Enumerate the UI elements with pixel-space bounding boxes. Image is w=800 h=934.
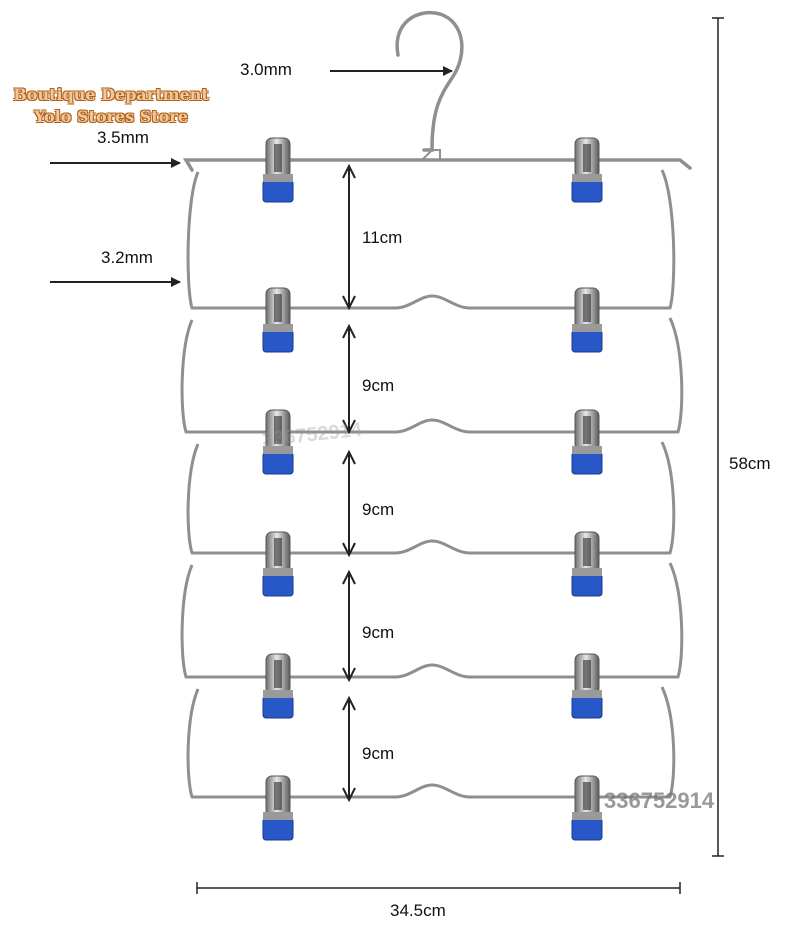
tier-spacing-arrow-5-head-bottom xyxy=(342,787,356,803)
right-clip-3-grip xyxy=(571,451,603,475)
frame-wire-label: 3.2mm xyxy=(101,248,153,267)
tier-spacing-arrow-1-head-bottom xyxy=(342,295,356,311)
left-clip-3-band xyxy=(263,446,293,454)
right-clip-5-slot xyxy=(583,660,591,688)
tier-spacing-arrow-2 xyxy=(342,323,356,435)
right-clip-4-band xyxy=(572,568,602,576)
total-width-label: 34.5cm xyxy=(390,901,446,920)
left-clip-5-band xyxy=(263,690,293,698)
right-clip-5-grip xyxy=(571,695,603,719)
tier-spacing-4-label: 9cm xyxy=(362,623,395,642)
tier-spacing-arrow-1 xyxy=(342,163,356,311)
right-clip-1-band xyxy=(572,174,602,182)
hook-wire-label: 3.0mm xyxy=(240,60,292,79)
dimension-lines xyxy=(50,17,724,894)
tier-spacing-arrow-2-head-top xyxy=(342,323,356,339)
left-clip-2-band xyxy=(263,324,293,332)
left-side-wire-1 xyxy=(186,171,200,309)
tier-spacing-arrow-1-head-top xyxy=(342,163,356,179)
top-bar-wire-label: 3.5mm xyxy=(97,128,149,147)
left-clip-6-slot xyxy=(274,782,282,810)
left-clip-2 xyxy=(262,287,294,353)
tier-spacing-arrow-3-head-top xyxy=(342,449,356,465)
right-side-wire-2 xyxy=(668,317,684,433)
left-clip-3 xyxy=(262,409,294,475)
left-clip-4-grip xyxy=(262,573,294,597)
hook-wire xyxy=(395,11,464,152)
right-clip-5-band xyxy=(572,690,602,698)
left-clip-1-slot xyxy=(274,144,282,172)
right-clip-3 xyxy=(571,409,603,475)
right-clip-4-grip xyxy=(571,573,603,597)
left-clip-6-band xyxy=(263,812,293,820)
tier-spacing-arrow-2-head-bottom xyxy=(342,419,356,435)
right-clip-2-grip xyxy=(571,329,603,353)
total-height-label: 58cm xyxy=(729,454,771,473)
right-clip-1-slot xyxy=(583,144,591,172)
left-clip-6-grip xyxy=(262,817,294,841)
watermark-bottom: 336752914 xyxy=(604,788,715,813)
left-side-wire-2 xyxy=(180,319,194,433)
left-side-wire-5 xyxy=(186,688,200,798)
tier-bar-2 xyxy=(184,418,680,434)
left-clip-5-grip xyxy=(262,695,294,719)
store-badge: Boutique Department Yolo Stores Store xyxy=(2,84,220,128)
store-badge-line2: Yolo Stores Store xyxy=(33,107,189,126)
right-clip-1 xyxy=(571,137,603,203)
hanger-clips xyxy=(262,137,603,841)
left-clip-5 xyxy=(262,653,294,719)
right-side-wire-3 xyxy=(660,441,676,554)
right-clip-2-slot xyxy=(583,294,591,322)
tier-spacing-arrow-3 xyxy=(342,449,356,558)
left-clip-1-band xyxy=(263,174,293,182)
store-badge-line1: Boutique Department xyxy=(13,85,209,104)
tier-bar-5 xyxy=(190,783,672,799)
right-clip-5 xyxy=(571,653,603,719)
right-side-wire-1 xyxy=(660,169,676,309)
right-clip-6-grip xyxy=(571,817,603,841)
left-side-wire-4 xyxy=(180,564,194,678)
right-clip-6-slot xyxy=(583,782,591,810)
left-clip-3-grip xyxy=(262,451,294,475)
right-side-wire-5 xyxy=(660,686,676,798)
left-clip-4 xyxy=(262,531,294,597)
tier-spacing-arrow-4-head-top xyxy=(342,569,356,585)
tier-spacing-3-label: 9cm xyxy=(362,500,395,519)
left-clip-6 xyxy=(262,775,294,841)
left-clip-3-slot xyxy=(274,416,282,444)
left-clip-4-slot xyxy=(274,538,282,566)
right-clip-2 xyxy=(571,287,603,353)
right-clip-4 xyxy=(571,531,603,597)
tier-spacing-arrow-5-head-top xyxy=(342,695,356,711)
left-clip-5-slot xyxy=(274,660,282,688)
tier-bar-1 xyxy=(190,294,672,310)
tier-spacing-arrow-5 xyxy=(342,695,356,803)
right-side-wire-4 xyxy=(668,562,684,678)
left-side-wire-3 xyxy=(186,443,200,554)
left-clip-1 xyxy=(262,137,294,203)
tier-bar-4 xyxy=(184,663,680,679)
tier-spacing-2-label: 9cm xyxy=(362,376,395,395)
right-clip-2-band xyxy=(572,324,602,332)
left-clip-2-slot xyxy=(274,294,282,322)
right-clip-6-band xyxy=(572,812,602,820)
tier-spacing-arrow-3-head-bottom xyxy=(342,542,356,558)
tier-spacing-arrow-4 xyxy=(342,569,356,683)
right-clip-4-slot xyxy=(583,538,591,566)
left-clip-1-grip xyxy=(262,179,294,203)
right-clip-1-grip xyxy=(571,179,603,203)
left-clip-2-grip xyxy=(262,329,294,353)
tier-spacing-1-label: 11cm xyxy=(362,228,403,247)
tier-bar-3 xyxy=(190,539,672,555)
tier-spacing-5-label: 9cm xyxy=(362,744,395,763)
right-clip-3-slot xyxy=(583,416,591,444)
right-clip-3-band xyxy=(572,446,602,454)
tier-spacing-arrow-4-head-bottom xyxy=(342,667,356,683)
top-bar-wire xyxy=(182,158,692,172)
right-clip-6 xyxy=(571,775,603,841)
hanger-wire-frame xyxy=(180,11,692,799)
left-clip-4-band xyxy=(263,568,293,576)
